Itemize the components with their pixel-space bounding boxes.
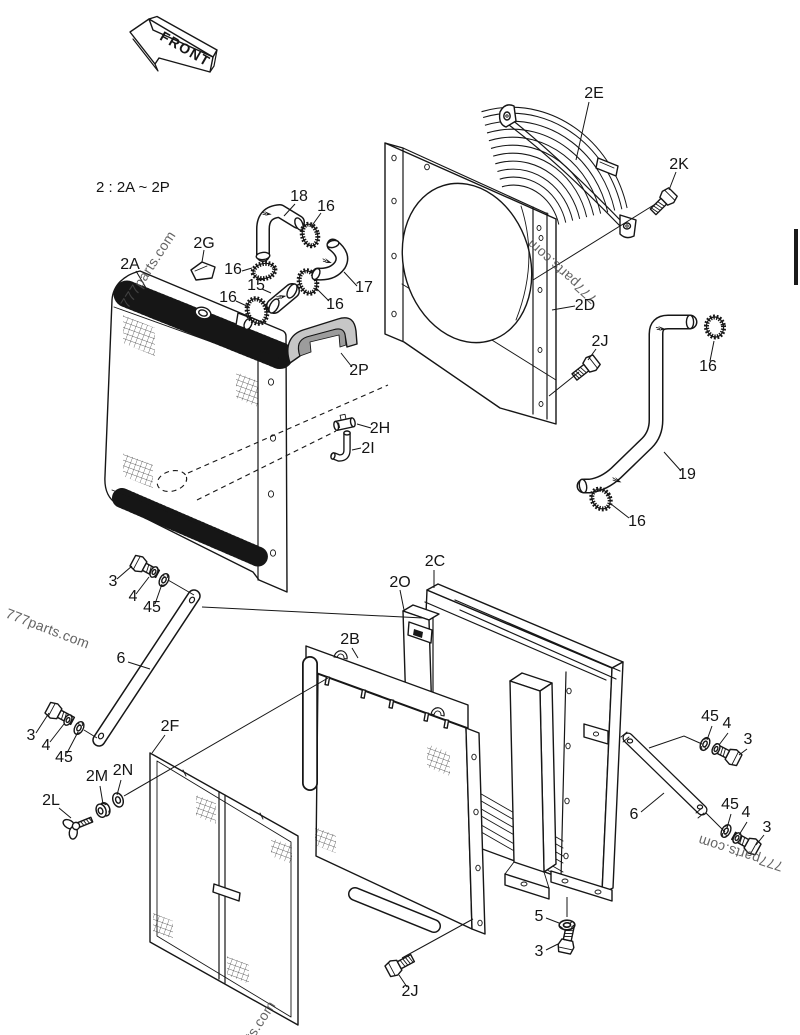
drain-valve-2h (333, 413, 356, 431)
callout-19-17: 19 (678, 466, 696, 483)
callout-3-26: 3 (27, 727, 36, 744)
callout-16-18: 16 (628, 513, 646, 530)
washer-5 (558, 919, 576, 931)
callout-45-21: 45 (143, 599, 161, 616)
callout-2L-32: 2L (42, 792, 60, 809)
callout-2E-0: 2E (584, 85, 604, 102)
fan-guard-2e (399, 104, 637, 364)
callout-18-2: 18 (290, 188, 308, 205)
callout-2B-24: 2B (340, 631, 360, 648)
hose-clamp-16-c (244, 296, 270, 326)
callout-2F-29: 2F (161, 718, 180, 735)
callout-3-19: 3 (109, 573, 118, 590)
callout-45-37: 45 (721, 796, 739, 813)
hose-clamp-16-f (589, 486, 613, 512)
hose-18 (255, 204, 305, 262)
washer-2n (111, 792, 125, 808)
hose-clamp-16-a (250, 260, 278, 282)
callout-2M-30: 2M (86, 768, 108, 785)
callout-5-40: 5 (535, 908, 544, 925)
leader-lines (35, 101, 765, 988)
callout-2J-42: 2J (402, 983, 419, 1000)
bolt-2k (646, 185, 680, 219)
washer-45-top-right (697, 735, 713, 753)
washer-45-bottom-right (718, 822, 734, 840)
callout-6-25: 6 (117, 650, 126, 667)
callout-4-20: 4 (129, 588, 138, 605)
callout-6-36: 6 (630, 806, 639, 823)
callout-3-41: 3 (535, 943, 544, 960)
callout-2G-4: 2G (193, 235, 214, 252)
callout-4-27: 4 (42, 737, 51, 754)
frame-seal-bar (504, 672, 557, 900)
watermark-left: 777parts.com (4, 605, 92, 652)
callout-4-34: 4 (723, 715, 732, 732)
callout-2H-15: 2H (370, 420, 390, 437)
front-direction-arrow: FRONT (129, 15, 218, 73)
watermark-bottom-edge: 777parts.com (217, 998, 279, 1035)
callout-2C-22: 2C (425, 553, 445, 570)
wing-bolt-2l (62, 816, 94, 840)
group-note: 2 : 2A ~ 2P (96, 179, 170, 196)
foam-pad-2p (287, 317, 358, 364)
bolt-3-bottom-left (43, 699, 77, 729)
drain-hose-2i (330, 430, 351, 462)
bolt-2j-top (568, 352, 603, 384)
callout-3-39: 3 (763, 819, 772, 836)
hose-19 (576, 314, 698, 494)
callout-17-9: 17 (355, 279, 373, 296)
callout-15-7: 15 (247, 277, 265, 294)
washer-45-bottom-left (71, 719, 87, 737)
tube-15 (266, 283, 300, 314)
callout-2O-23: 2O (389, 574, 410, 591)
callout-2A-5: 2A (120, 256, 140, 273)
bolt-2j-bottom (383, 950, 417, 980)
fan-shroud-2d (384, 142, 557, 425)
brace-6-right (620, 731, 708, 819)
callout-2J-12: 2J (592, 333, 609, 350)
screen-panel-2b (302, 645, 486, 935)
hose-17 (311, 238, 349, 281)
callout-2P-14: 2P (349, 362, 369, 379)
callout-2K-1: 2K (669, 156, 689, 173)
callout-2N-31: 2N (113, 762, 133, 779)
hose-clamp-16-b (299, 221, 321, 249)
callout-4-38: 4 (742, 804, 751, 821)
callout-16-8: 16 (219, 289, 237, 306)
callout-2D-11: 2D (575, 297, 595, 314)
hose-clamp-16-e (703, 314, 727, 340)
callout-16-10: 16 (326, 296, 344, 313)
radiator-2a (104, 270, 389, 593)
callout-16-3: 16 (317, 198, 335, 215)
callout-3-35: 3 (744, 731, 753, 748)
scan-artifact (794, 229, 798, 285)
screen-2f (149, 752, 299, 1026)
callout-16-13: 16 (699, 358, 717, 375)
cap-plate-2g (190, 261, 216, 281)
callout-45-28: 45 (55, 749, 73, 766)
callout-16-6: 16 (224, 261, 242, 278)
nut-2m (95, 802, 111, 818)
callout-45-33: 45 (701, 708, 719, 725)
callout-2I-16: 2I (361, 440, 374, 457)
